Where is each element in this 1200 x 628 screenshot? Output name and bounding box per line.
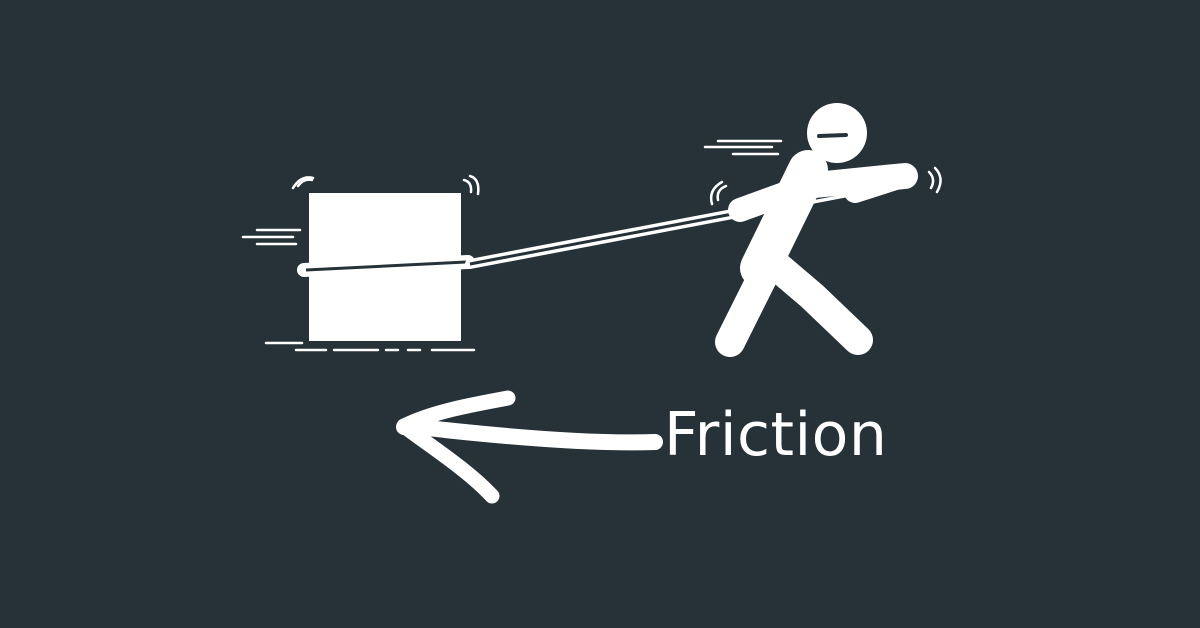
arrow-left-icon — [396, 390, 663, 504]
friction-label: Friction — [664, 400, 888, 470]
person-pulling-icon — [703, 103, 942, 357]
